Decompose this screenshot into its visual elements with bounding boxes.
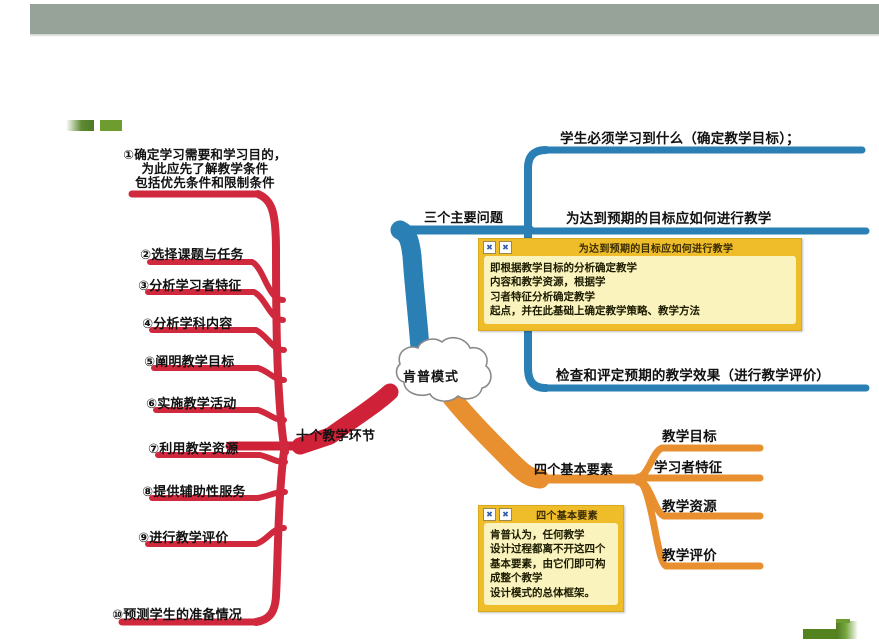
orange-item-3[interactable]: 教学资源 <box>662 499 717 515</box>
step-item-8[interactable]: ⑧提供辅助性服务 <box>142 485 246 500</box>
step-item-9[interactable]: ⑨进行教学评价 <box>138 531 229 546</box>
green-corner-accent-gradient <box>836 621 858 639</box>
step-item-4[interactable]: ④分析学科内容 <box>142 317 233 332</box>
step-item-1[interactable]: ①确定学习需要和学习目的， 为此应先了解教学条件 包括优先条件和限制条件 <box>123 147 287 190</box>
orange-branch-label[interactable]: 四个基本要素 <box>534 463 614 478</box>
note-box-four-elements[interactable]: ✖ ✖ 四个基本要素 肯普认为，任何教学 设计过程都离不开这四个 基本要素，由它… <box>478 505 624 613</box>
note-header: ✖ ✖ 四个基本要素 <box>479 506 623 523</box>
center-cloud-shape <box>395 336 492 402</box>
step-item-6[interactable]: ⑥实施教学活动 <box>146 397 237 412</box>
step-item-7[interactable]: ⑦利用教学资源 <box>148 442 239 457</box>
blue-item-2[interactable]: 为达到预期的目标应如何进行教学 <box>566 211 772 227</box>
green-deco-gradient-mark <box>66 120 94 131</box>
blue-item-1[interactable]: 学生必须学习到什么（确定教学目标）； <box>560 131 800 147</box>
broken-image-icon: ✖ <box>499 241 512 254</box>
note-box-teaching-method[interactable]: ✖ ✖ 为达到预期的目标应如何进行教学 即根据教学目标的分析确定教学 内容和教学… <box>478 238 802 331</box>
orange-item-1[interactable]: 教学目标 <box>662 429 717 445</box>
step-item-5[interactable]: ⑤阐明教学目标 <box>144 355 235 370</box>
broken-image-icon: ✖ <box>483 241 496 254</box>
note-header: ✖ ✖ 为达到预期的目标应如何进行教学 <box>479 239 801 256</box>
green-deco-solid-mark <box>100 120 122 131</box>
red-branch-label[interactable]: 十个教学环节 <box>296 429 376 444</box>
center-node-label: 肯普模式 <box>402 370 459 385</box>
center-node[interactable]: 肯普模式 <box>377 349 485 401</box>
blue-branch-label[interactable]: 三个主要问题 <box>424 211 504 226</box>
orange-item-4[interactable]: 教学评价 <box>662 548 717 564</box>
green-corner-accent-top <box>836 619 850 623</box>
broken-image-icon: ✖ <box>483 508 496 521</box>
slide-header-bar <box>30 4 879 34</box>
blue-item-3[interactable]: 检查和评定预期的教学效果（进行教学评价） <box>556 368 830 384</box>
step-item-3[interactable]: ③分析学习者特征 <box>138 279 242 294</box>
green-corner-accent-bar <box>803 629 836 639</box>
slide-header-bar-shadow <box>30 34 879 37</box>
note-title: 四个基本要素 <box>536 511 598 522</box>
broken-image-icon: ✖ <box>499 508 512 521</box>
step-item-10[interactable]: ⑩预测学生的准备情况 <box>112 608 243 623</box>
note-title: 为达到预期的目标应如何进行教学 <box>578 244 734 255</box>
note-body: 肯普认为，任何教学 设计过程都离不开这四个 基本要素，由它们即可构 成整个教学 … <box>484 523 618 606</box>
orange-item-2[interactable]: 学习者特征 <box>654 460 723 476</box>
note-body: 即根据教学目标的分析确定教学 内容和教学资源，根据学 习者特征分析确定教学 起点… <box>484 256 796 324</box>
step-item-2[interactable]: ②选择课题与任务 <box>140 248 244 263</box>
